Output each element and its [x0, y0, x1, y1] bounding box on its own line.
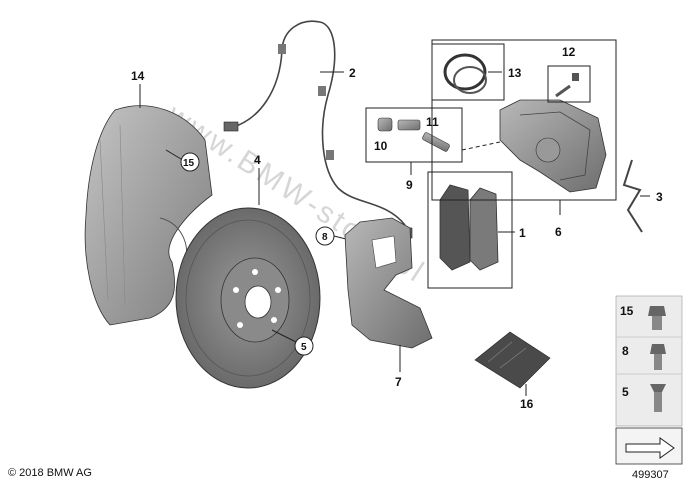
seal-kit-drawing [443, 53, 487, 94]
legend-5: 5 [622, 385, 629, 399]
callout-14: 14 [131, 69, 145, 83]
callout-11: 11 [426, 115, 439, 129]
callout-3: 3 [656, 190, 663, 204]
callout-13: 13 [508, 66, 522, 80]
callout-8-circle: 8 [322, 232, 328, 243]
callout-16: 16 [520, 397, 534, 411]
grease-packet-drawing [474, 331, 551, 389]
callout-12: 12 [562, 45, 576, 59]
brake-pads-drawing [439, 184, 499, 271]
legend-15: 15 [620, 304, 634, 318]
bleed-screw-drawing [555, 73, 579, 98]
callout-6: 6 [555, 225, 562, 239]
legend-8: 8 [622, 344, 629, 358]
callout-1: 1 [519, 226, 526, 240]
callout-7: 7 [395, 375, 402, 389]
callout-9: 9 [406, 178, 413, 192]
brake-caliper-drawing [499, 99, 607, 193]
spring-clip-drawing [622, 159, 643, 233]
diagram-number: 499307 [632, 469, 669, 481]
callout-10: 10 [374, 139, 388, 153]
callout-2: 2 [349, 66, 356, 80]
direction-arrow-icon [615, 427, 683, 465]
guide-pins-drawing [377, 117, 450, 152]
copyright: © 2018 BMW AG [8, 467, 92, 479]
callout-5-circle: 5 [301, 342, 307, 353]
callout-15-circle: 15 [183, 158, 195, 169]
caliper-carrier-drawing [344, 217, 433, 349]
hardware-legend: 15 8 5 [615, 295, 683, 427]
callout-4: 4 [254, 153, 261, 167]
brake-disc-drawing [175, 207, 321, 389]
